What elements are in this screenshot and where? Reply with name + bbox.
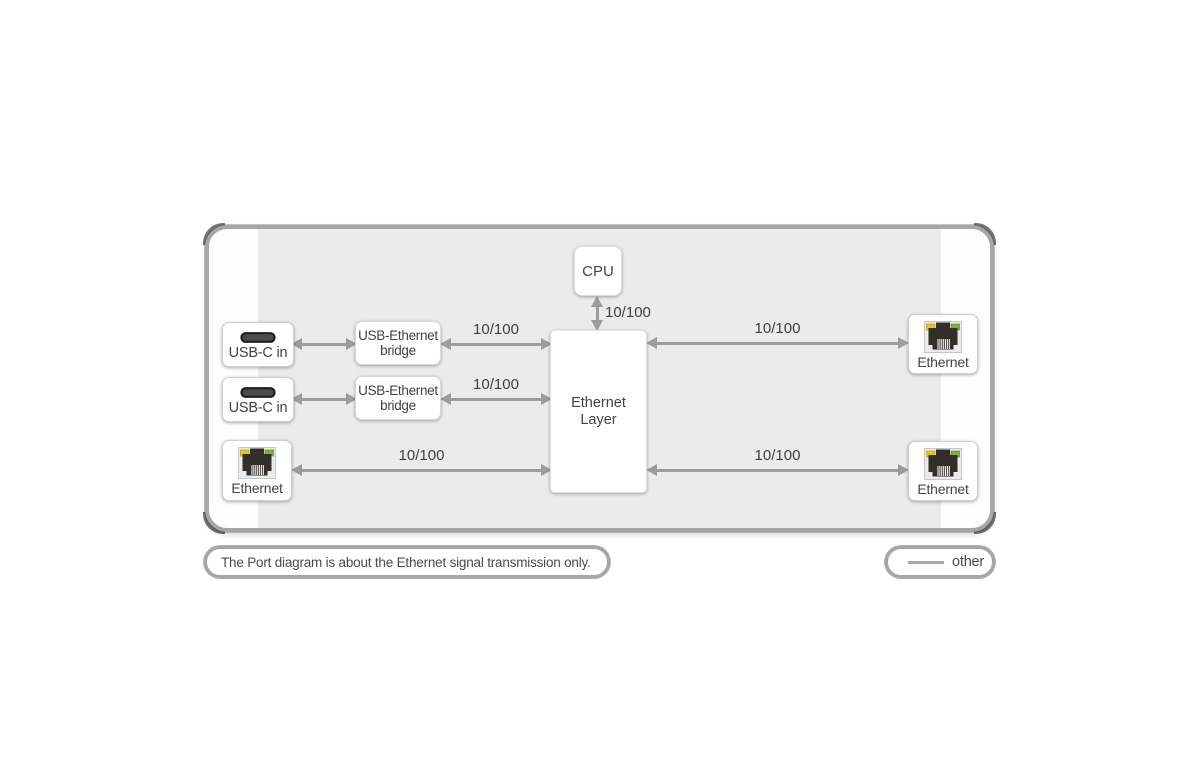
arrowhead-left: [646, 337, 657, 349]
arrow-shaft: [449, 342, 543, 346]
rj45-port-icon: [238, 447, 276, 479]
arrowhead-left: [440, 393, 451, 405]
cpu-label: CPU: [582, 262, 614, 280]
edge-label-ethernet-left-layer: 10/100: [398, 447, 445, 464]
usb-c-in-port-1: USB-C in: [222, 322, 294, 367]
arrow-bridge1-layer: [440, 337, 552, 351]
usb-c-port-icon: [240, 386, 276, 398]
arrow-cpu-layer: [590, 296, 604, 331]
usb-c-in-label: USB-C in: [228, 344, 288, 361]
usb-c-port-icon: [240, 331, 276, 343]
edge-label-bridge2-layer: 10/100: [473, 376, 519, 393]
usb-ethernet-bridge-2: USB-Ethernet bridge: [355, 376, 441, 420]
arrow-layer-ethernet-right-bottom: [646, 463, 909, 477]
usb-c-in-port-2: USB-C in: [222, 377, 294, 422]
ethernet-port-label: Ethernet: [231, 480, 283, 496]
arrow-shaft: [655, 468, 900, 472]
arrow-shaft: [300, 468, 543, 472]
arrow-shaft: [449, 397, 543, 401]
arrow-shaft: [655, 341, 900, 345]
usb-c-in-label: USB-C in: [228, 399, 288, 416]
ethernet-port-left: Ethernet: [222, 440, 292, 501]
ethernet-layer-label: Ethernet Layer: [571, 394, 626, 428]
arrowhead-left: [646, 464, 657, 476]
arrowhead-right: [346, 393, 357, 405]
arrowhead-right: [898, 464, 909, 476]
arrow-shaft: [595, 305, 599, 322]
cpu-node: CPU: [574, 246, 622, 296]
usb-ethernet-bridge-label: USB-Ethernet bridge: [358, 383, 438, 413]
rj45-port-icon: [924, 320, 962, 353]
usb-ethernet-bridge-label: USB-Ethernet bridge: [358, 328, 438, 358]
ethernet-port-right-top: Ethernet: [908, 314, 978, 374]
arrow-bridge2-layer: [440, 392, 552, 406]
ethernet-port-label: Ethernet: [917, 353, 969, 370]
legend-label: other: [952, 554, 985, 570]
ethernet-port-right-bottom: Ethernet: [908, 441, 978, 501]
arrowhead-right: [541, 338, 552, 350]
arrowhead-right: [541, 464, 552, 476]
arrowhead-right: [346, 338, 357, 350]
usb-ethernet-bridge-1: USB-Ethernet bridge: [355, 321, 441, 365]
arrowhead-left: [440, 338, 451, 350]
edge-label-bridge1-layer: 10/100: [473, 321, 519, 338]
arrow-shaft: [300, 342, 348, 346]
legend-pill: other: [885, 546, 995, 578]
ethernet-port-label: Ethernet: [917, 480, 969, 497]
note-text: The Port diagram is about the Ethernet s…: [221, 554, 591, 570]
arrowhead-left: [291, 464, 302, 476]
arrow-shaft: [300, 397, 348, 401]
arrow-layer-ethernet-right-top: [646, 336, 909, 350]
arrow-ethernet-left-layer: [291, 463, 552, 477]
legend-line-symbol: [908, 560, 944, 564]
arrowhead-up: [591, 296, 603, 307]
arrowhead-down: [591, 320, 603, 331]
arrow-usbc2-bridge2: [291, 392, 357, 406]
arrowhead-left: [291, 338, 302, 350]
arrowhead-right: [898, 337, 909, 349]
note-pill: The Port diagram is about the Ethernet s…: [204, 546, 610, 578]
arrowhead-left: [291, 393, 302, 405]
ethernet-layer-node: Ethernet Layer: [550, 330, 647, 493]
rj45-port-icon: [924, 447, 962, 480]
edge-label-layer-ethernet-right-bottom: 10/100: [754, 447, 801, 464]
edge-label-layer-ethernet-right-top: 10/100: [754, 320, 801, 337]
edge-label-cpu-layer: 10/100: [605, 304, 651, 321]
arrowhead-right: [541, 393, 552, 405]
arrow-usbc1-bridge1: [291, 337, 357, 351]
